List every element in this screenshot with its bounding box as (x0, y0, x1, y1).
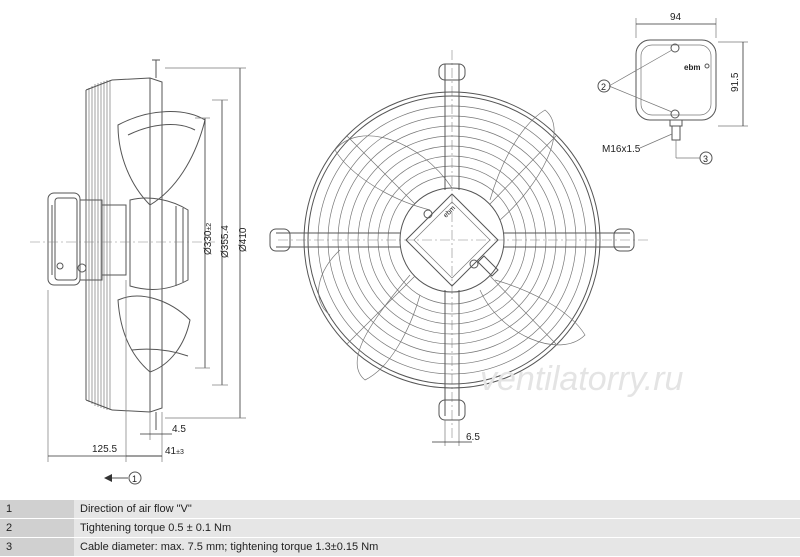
front-mounting-feet (269, 63, 635, 421)
dim-blade-diameter: Ø330±2 (203, 223, 214, 255)
dim-depth-total: 125.5 (92, 444, 117, 455)
terminal-box-detail: ebm (597, 18, 748, 165)
callout-3: 3 (703, 154, 708, 164)
front-foot-dim (432, 420, 472, 446)
dim-ring-offset: 4.5 (172, 424, 186, 435)
side-guard-wires (85, 79, 113, 411)
notes-table: 1 Direction of air flow "V" 2 Tightening… (0, 500, 800, 557)
svg-text:ebm: ebm (684, 63, 700, 72)
dim-guard-diameter: Ø410 (238, 227, 249, 252)
side-view (30, 59, 246, 485)
dim-side-height: 91.5 (730, 72, 741, 92)
callout-1: 1 (132, 474, 137, 484)
note-row: 3 Cable diameter: max. 7.5 mm; tightenin… (0, 537, 800, 557)
technical-drawing: ebm ebm (30, 12, 748, 485)
dim-foot-width: 6.5 (466, 432, 480, 443)
dim-thread: M16x1.5 (602, 144, 641, 155)
dim-ring-diameter: Ø355.4 (220, 225, 231, 258)
airflow-arrow (104, 471, 142, 485)
side-depth-dims (47, 280, 172, 462)
note-number: 3 (0, 537, 74, 557)
watermark: ventilatorry.ru (480, 360, 684, 398)
note-row: 1 Direction of air flow "V" (0, 500, 800, 519)
svg-text:ebm: ebm (442, 205, 457, 220)
side-blades (117, 111, 206, 373)
side-motor (47, 192, 127, 286)
note-row: 2 Tightening torque 0.5 ± 0.1 Nm (0, 518, 800, 538)
note-text: Cable diameter: max. 7.5 mm; tightening … (74, 537, 800, 557)
dim-depth-41: 41±3 (165, 446, 184, 457)
side-ring (111, 59, 163, 430)
note-text: Direction of air flow "V" (74, 500, 800, 519)
callout-2: 2 (601, 82, 606, 92)
note-number: 2 (0, 518, 74, 538)
note-number: 1 (0, 500, 74, 519)
dim-top-width: 94 (670, 12, 682, 23)
front-struts (276, 64, 630, 416)
note-text: Tightening torque 0.5 ± 0.1 Nm (74, 518, 800, 538)
side-diameter-dims (165, 67, 246, 419)
front-guard-rings (303, 91, 601, 389)
